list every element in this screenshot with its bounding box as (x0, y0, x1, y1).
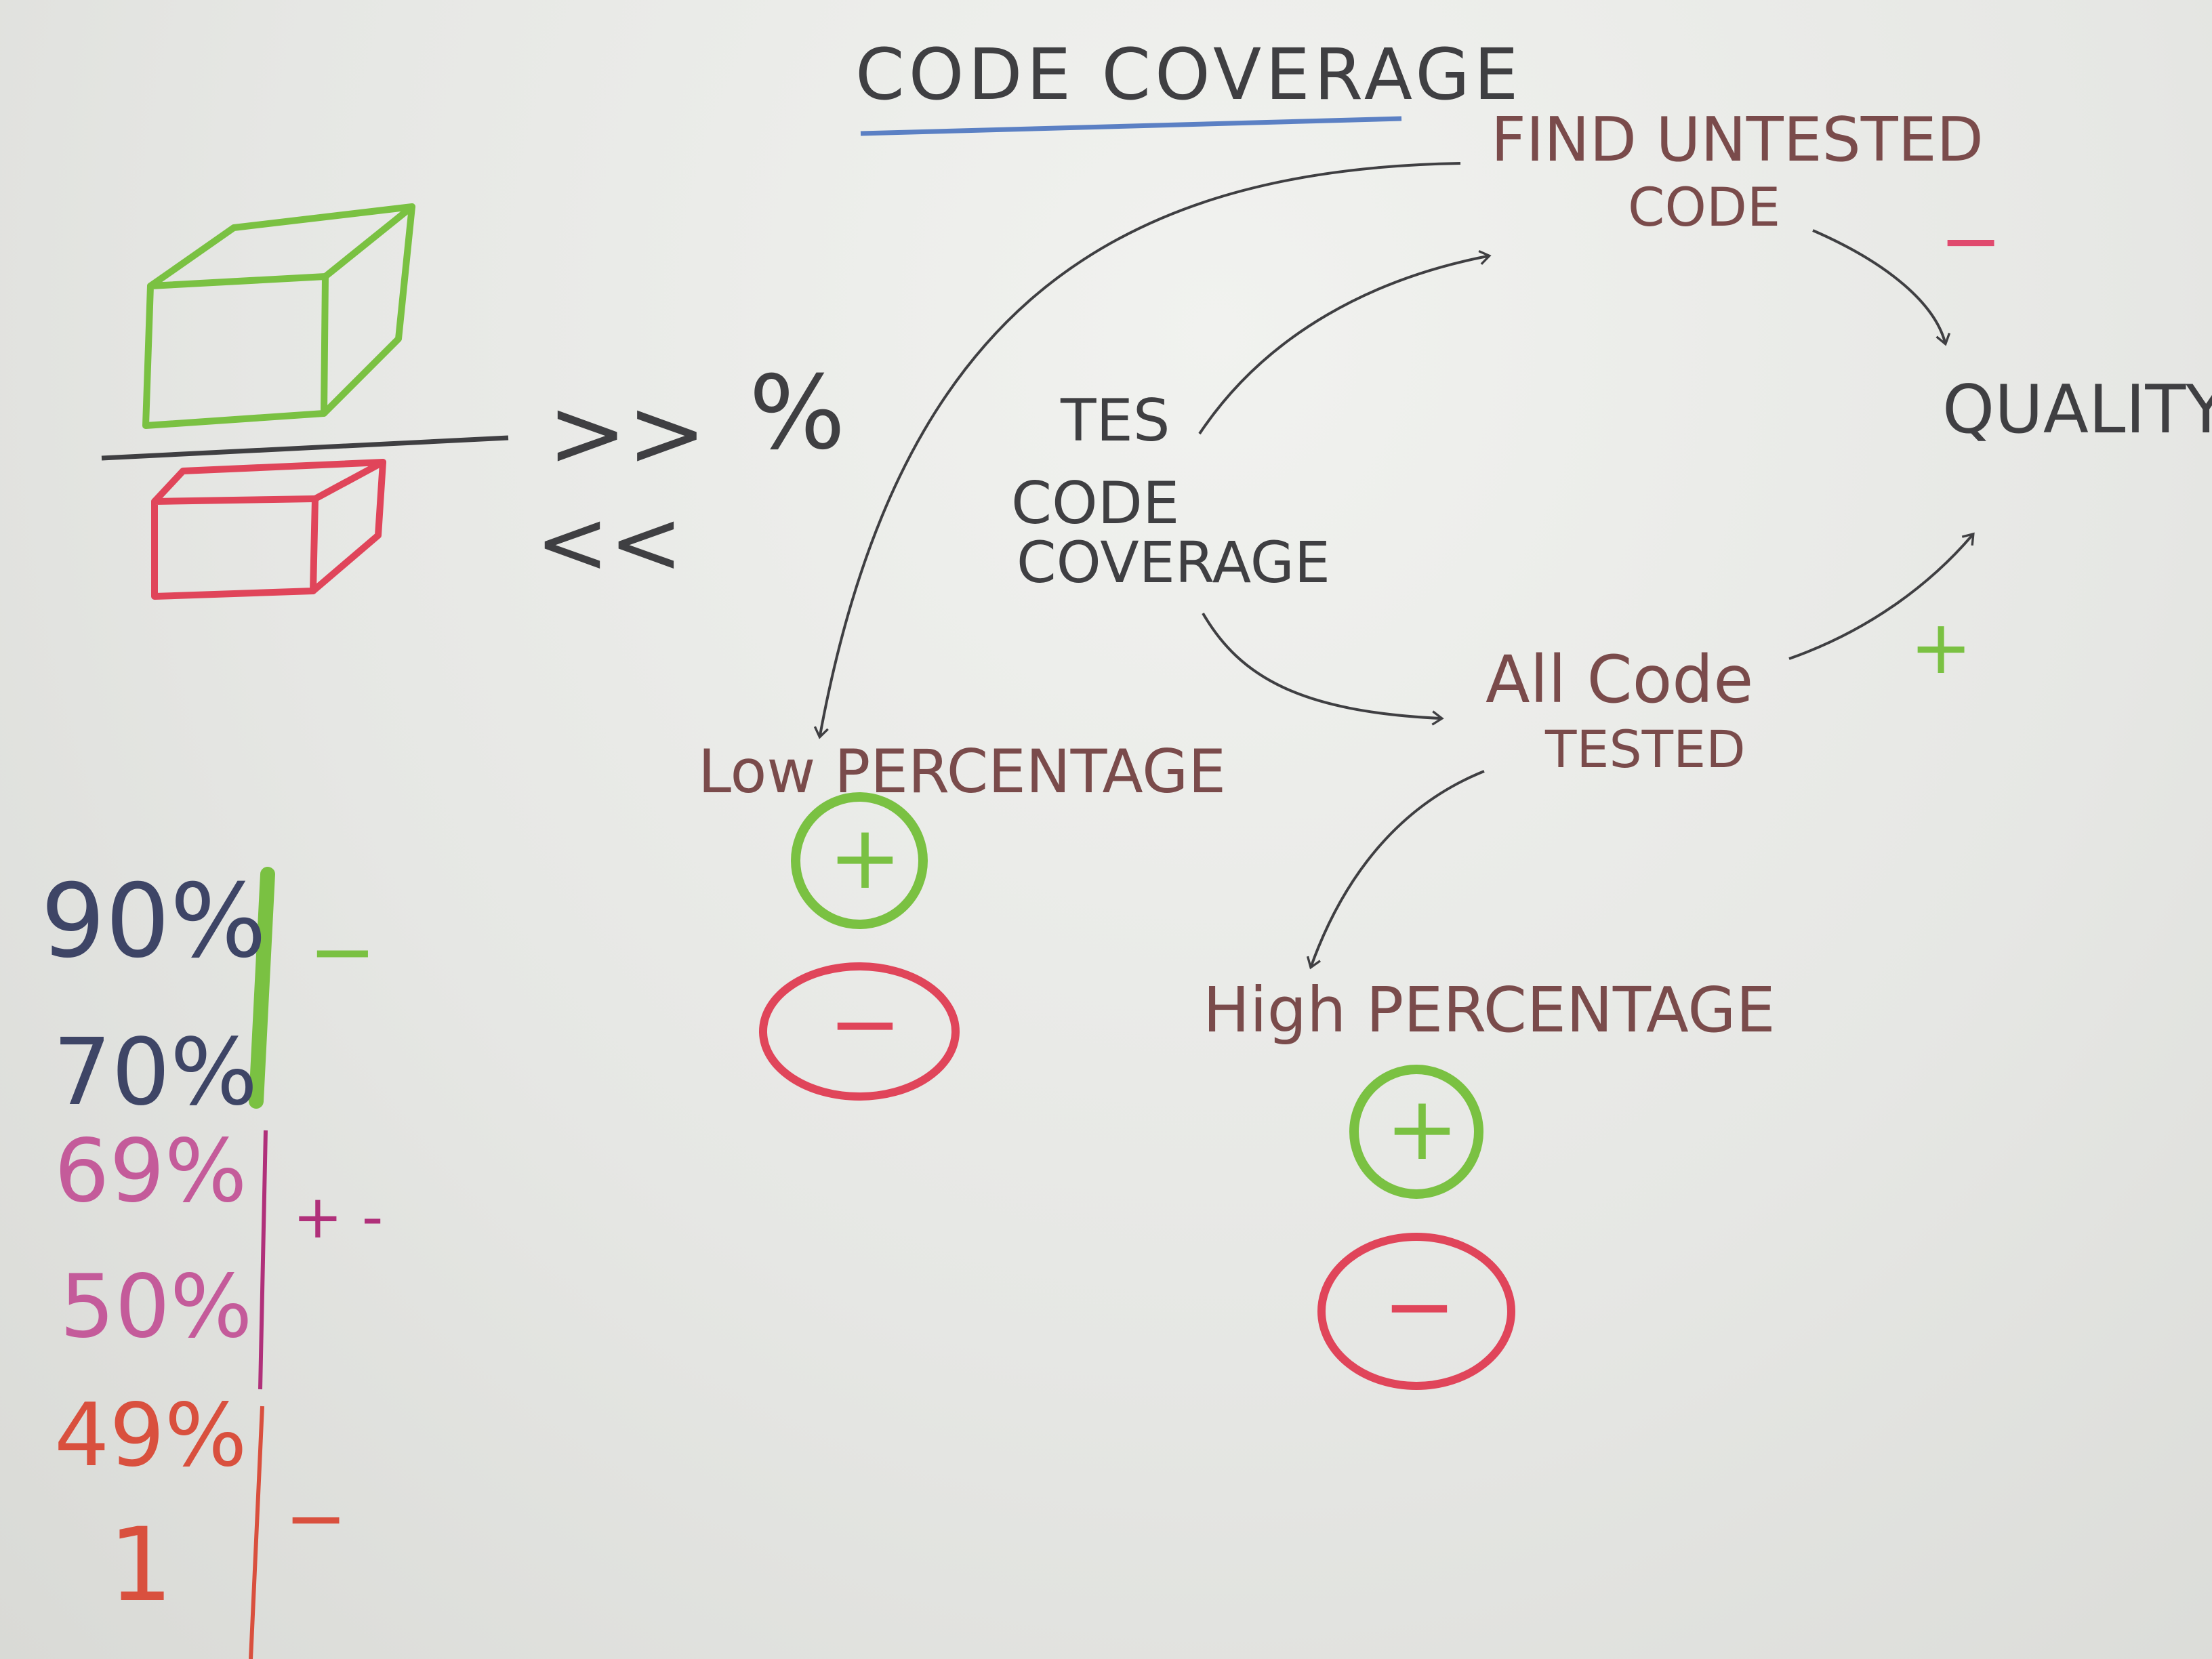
scale-49-label: 49% (54, 1385, 247, 1486)
find-untested-line1: FIND UNTESTED (1491, 104, 1984, 176)
low-minus-sign: − (828, 972, 902, 1075)
low-percentage-label: Low PERCENTAGE (698, 737, 1226, 806)
all-code-tested-line1: All Code (1486, 642, 1754, 718)
low-plus-circle (791, 792, 928, 929)
scale-69-label: 69% (54, 1121, 247, 1222)
percent-symbol: % (749, 354, 846, 472)
low-minus-circle (759, 962, 960, 1101)
quality-label: QUALITY (1942, 371, 2212, 449)
less-than-symbol: << (535, 491, 683, 594)
fraction-line (101, 435, 509, 461)
all-code-tested-line2: TESTED (1545, 719, 1746, 779)
arrow-find-to-low (813, 162, 1461, 739)
high-percentage-label: High PERCENTAGE (1203, 974, 1776, 1046)
high-plus-sign: + (1385, 1077, 1459, 1180)
scale-mid-verdict: + - (293, 1182, 384, 1252)
scale-bar-high (249, 867, 275, 1109)
scale-50-label: 50% (60, 1256, 253, 1357)
scale-70-label: 70% (53, 1019, 258, 1126)
center-line1: TES (1061, 387, 1170, 455)
high-plus-circle (1349, 1065, 1483, 1199)
find-quality-minus: − (1940, 197, 2003, 284)
all-quality-plus: + (1910, 604, 1973, 691)
scale-bar-mid (258, 1130, 268, 1390)
diagram-title: CODE COVERAGE (855, 33, 1523, 116)
arrow-find-to-quality (1812, 229, 1951, 346)
low-plus-sign: + (828, 806, 902, 909)
scale-low-verdict: − (285, 1475, 348, 1561)
title-underline (860, 116, 1402, 136)
arrow-coverage-to-all (1202, 612, 1444, 726)
find-untested-line2: CODE (1628, 178, 1781, 239)
scale-1-label: 1 (108, 1507, 173, 1624)
center-line2: CODE (1011, 470, 1180, 537)
greater-than-symbol: >> (548, 378, 707, 489)
scale-bar-low (249, 1406, 264, 1659)
red-cube-icon (151, 459, 386, 600)
scale-high-verdict: − (308, 905, 377, 999)
high-minus-sign: − (1382, 1254, 1456, 1357)
arrow-all-to-high (1306, 770, 1485, 970)
green-cube-icon (142, 203, 415, 429)
scale-90-label: 90% (41, 863, 267, 981)
arrow-all-to-quality (1788, 532, 1975, 660)
arrow-tes-to-find (1198, 249, 1492, 435)
high-minus-circle (1317, 1233, 1515, 1390)
center-line3: COVERAGE (1017, 529, 1330, 596)
